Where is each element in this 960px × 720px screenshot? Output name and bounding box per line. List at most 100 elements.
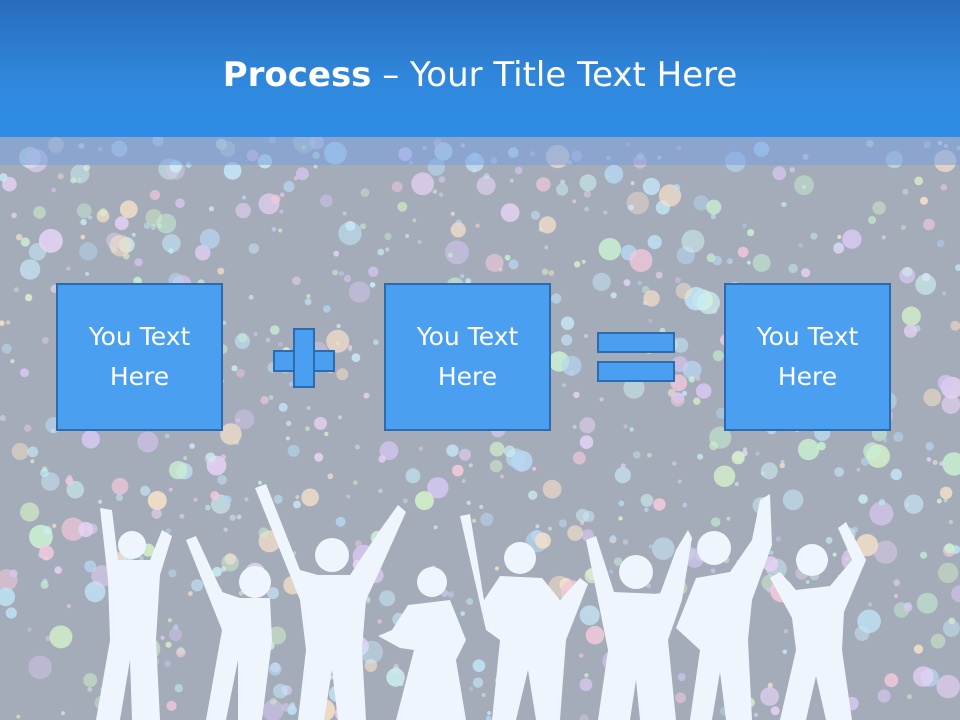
confetti-dot <box>499 474 505 479</box>
confetti-dot <box>189 443 195 449</box>
confetti-dot <box>337 415 342 420</box>
text-box-3[interactable]: You Text Here <box>724 283 891 431</box>
confetti-dot <box>485 715 492 720</box>
confetti-dot <box>167 618 172 623</box>
confetti-dot <box>936 239 945 248</box>
confetti-dot <box>333 250 340 257</box>
confetti-dot <box>183 456 188 461</box>
confetti-dot <box>85 271 90 276</box>
confetti-dot <box>24 424 32 432</box>
confetti-dot <box>609 569 614 574</box>
confetti-dot <box>767 682 773 688</box>
confetti-dot <box>920 551 928 559</box>
confetti-dot <box>579 435 594 450</box>
confetti-dot <box>528 490 538 500</box>
confetti-dot <box>706 199 722 215</box>
confetti-dot <box>948 519 954 525</box>
confetti-dot <box>560 316 575 330</box>
confetti-dot <box>13 287 19 293</box>
confetti-dot <box>868 602 873 607</box>
confetti-dot <box>455 219 462 226</box>
confetti-dot <box>937 374 954 392</box>
confetti-dot <box>134 258 143 267</box>
confetti-dot <box>210 491 220 501</box>
text-box-1[interactable]: You Text Here <box>56 283 223 431</box>
confetti-dot <box>293 500 301 509</box>
confetti-dot <box>842 229 862 249</box>
confetti-dot <box>49 625 73 649</box>
confetti-dot <box>11 212 17 219</box>
confetti-dot <box>489 459 503 473</box>
confetti-dot <box>295 495 300 499</box>
confetti-dot <box>222 320 227 325</box>
confetti-dot <box>726 258 733 265</box>
confetti-dot <box>574 261 581 268</box>
slide-title[interactable]: Process – Your Title Text Here <box>0 54 960 96</box>
confetti-dot <box>925 442 934 451</box>
confetti-dot <box>109 234 132 257</box>
confetti-dot <box>66 480 85 499</box>
confetti-dot <box>156 213 177 234</box>
confetti-dot <box>88 215 93 220</box>
confetti-dot <box>87 687 93 692</box>
confetti-dot <box>913 666 934 687</box>
confetti-dot <box>647 235 662 250</box>
confetti-dot <box>783 629 788 634</box>
confetti-dot <box>832 552 837 557</box>
confetti-dot <box>461 478 466 484</box>
confetti-dot <box>858 494 868 504</box>
confetti-dot <box>798 243 803 248</box>
confetti-dot <box>236 418 240 423</box>
confetti-dot <box>544 245 549 250</box>
confetti-dot <box>936 498 942 504</box>
confetti-dot <box>177 646 185 655</box>
text-box-2[interactable]: You Text Here <box>384 283 551 431</box>
confetti-dot <box>168 627 182 642</box>
confetti-dot <box>438 192 444 197</box>
confetti-dot <box>222 495 232 505</box>
confetti-dot <box>327 473 334 480</box>
confetti-dot <box>287 705 297 715</box>
confetti-dot <box>536 177 551 192</box>
confetti-dot <box>83 673 98 688</box>
confetti-dot <box>208 206 215 212</box>
confetti-dot <box>20 237 30 247</box>
confetti-dot <box>338 270 345 277</box>
confetti-dot <box>16 714 21 719</box>
confetti-dot <box>224 553 237 565</box>
confetti-dot <box>769 550 774 555</box>
confetti-dot <box>405 468 421 484</box>
confetti-dot <box>648 544 653 549</box>
confetti-dot <box>351 353 361 363</box>
confetti-dot <box>648 318 653 323</box>
confetti-dot <box>336 323 341 329</box>
confetti-dot <box>781 201 787 208</box>
confetti-dot <box>857 609 881 634</box>
confetti-dot <box>41 336 49 344</box>
confetti-dot <box>760 462 778 480</box>
confetti-dot <box>11 442 29 461</box>
confetti-dot <box>99 208 108 217</box>
confetti-dot <box>623 279 631 287</box>
confetti-dot <box>742 223 747 228</box>
confetti-dot <box>614 467 631 484</box>
confetti-dot <box>710 517 721 527</box>
confetti-dot <box>675 282 692 299</box>
confetti-dot <box>147 491 167 510</box>
confetti-dot <box>386 668 405 687</box>
confetti-dot <box>248 243 260 254</box>
confetti-dot <box>914 176 924 186</box>
confetti-dot <box>579 605 600 626</box>
confetti-dot <box>260 396 269 405</box>
confetti-dot <box>542 479 562 499</box>
confetti-dot <box>677 673 686 682</box>
confetti-dot <box>445 240 469 265</box>
confetti-dot <box>151 508 162 519</box>
text-box-3-label: You Text Here <box>756 322 859 391</box>
confetti-dot <box>673 183 681 191</box>
confetti-dot <box>37 553 42 558</box>
confetti-dot <box>360 640 383 664</box>
confetti-dot <box>626 191 650 215</box>
confetti-dot <box>270 325 280 335</box>
confetti-dot <box>285 436 290 441</box>
